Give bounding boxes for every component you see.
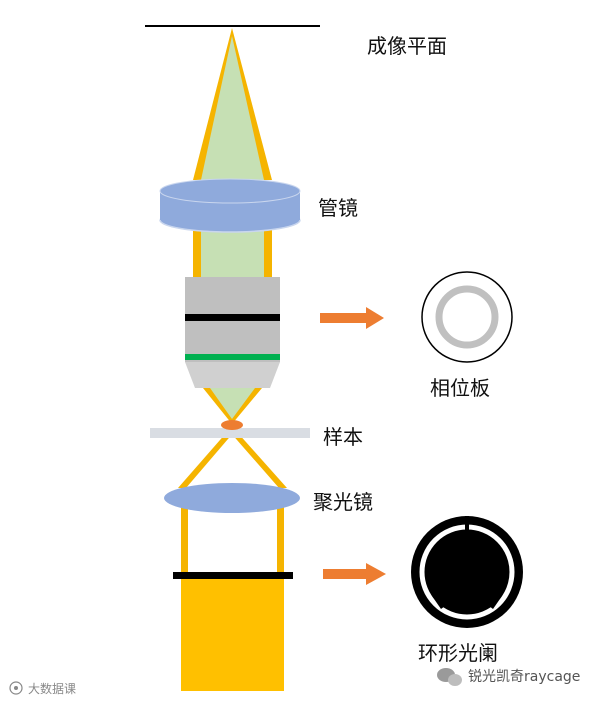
annular-light-right [277, 505, 284, 585]
right-arrow-icon [320, 307, 384, 329]
annular-stop-bar [173, 572, 293, 579]
watermark-logo-icon [9, 681, 23, 695]
annular-light-left [181, 505, 188, 585]
condenser-cone-right [230, 432, 287, 488]
sample-label: 样本 [323, 425, 363, 449]
wechat-icon [437, 668, 462, 686]
annular-aperture-icon [411, 516, 523, 628]
objective-light-cone-inner [210, 388, 255, 419]
objective [185, 277, 280, 388]
tube-lens-label: 管镜 [318, 196, 358, 220]
sample-dot [221, 420, 243, 430]
condenser-lens [164, 483, 300, 513]
watermark-left: 大数据课 [28, 682, 77, 696]
right-arrow-icon [323, 563, 386, 585]
condenser-label: 聚光镜 [313, 490, 373, 514]
watermark-right: 锐光凯奇raycage [468, 669, 581, 685]
light-source [181, 579, 284, 691]
tube-lens [159, 178, 301, 233]
objective-green-band [185, 354, 280, 360]
phase-ring-icon [421, 271, 513, 363]
parallel-beam-inner [201, 225, 264, 280]
phase-plate-label: 相位板 [430, 376, 490, 400]
condenser-cone-left [178, 432, 234, 488]
objective-black-band [185, 314, 280, 321]
image-plane-label: 成像平面 [367, 34, 447, 58]
sample-slide [150, 428, 310, 438]
image-light-cone-inner [201, 36, 264, 180]
annular-stop-label: 环形光阑 [418, 641, 498, 665]
